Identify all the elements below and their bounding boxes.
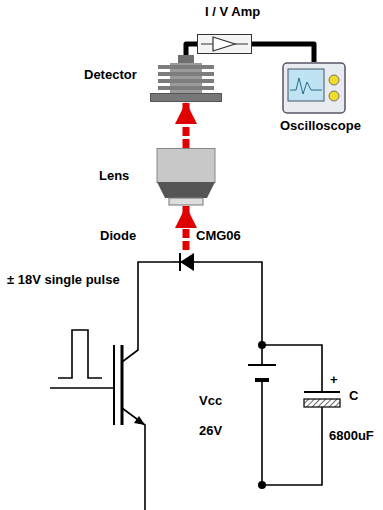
oscilloscope-figure: Oscilloscope: [282, 62, 346, 114]
supply-wire: [200, 262, 262, 365]
lens-figure-outline: [155, 148, 217, 206]
light-beam-arrow: [183, 206, 190, 250]
gate-wire: [50, 387, 114, 389]
signal-cable: [252, 44, 314, 62]
battery-symbol: [255, 378, 269, 382]
capacitor-wire: [262, 345, 322, 392]
node-label: Diode: [100, 228, 136, 244]
igbt-channel: [121, 345, 124, 425]
node-label: Oscilloscope: [280, 118, 361, 134]
detector-figure-outline: [150, 55, 222, 102]
capacitor-symbol: [304, 391, 340, 393]
diode-symbol: DiodeCMG06: [172, 250, 200, 274]
value-label: 6800uF: [328, 428, 375, 444]
amplifier-box: I / V Amp: [197, 34, 252, 54]
collector-wire: [122, 262, 172, 362]
amplifier-box-outline: [197, 34, 252, 54]
polarity-mark: +: [329, 372, 339, 388]
lens-figure: Lens: [155, 148, 217, 206]
light-beam-arrow: [183, 102, 190, 148]
voltage-label: 26V: [198, 423, 223, 439]
emitter-arrow: [134, 416, 145, 425]
detector-figure: Detector: [150, 55, 222, 102]
pulse-label: ± 18V single pulse: [6, 272, 121, 288]
junction-dot: [258, 341, 266, 349]
pulse-symbol: [58, 330, 102, 378]
supply-wire: [261, 382, 263, 485]
diode-symbol-outline: [172, 250, 200, 274]
node-label: I / V Amp: [205, 4, 260, 20]
supply-label: Vcc: [198, 393, 223, 409]
node-label: CMG06: [196, 228, 241, 244]
oscilloscope-figure-outline: [282, 62, 346, 114]
battery-symbol: [248, 364, 276, 366]
junction-dot: [258, 481, 266, 489]
node-label: Detector: [84, 67, 137, 83]
signal-cable: [186, 44, 197, 55]
capacitor-symbol: [304, 399, 340, 407]
node-label: Lens: [99, 168, 129, 184]
gate-plate: [113, 345, 115, 425]
capacitor-wire: [262, 407, 322, 485]
part-label: C: [348, 388, 359, 404]
emitter-wire: [122, 408, 145, 510]
